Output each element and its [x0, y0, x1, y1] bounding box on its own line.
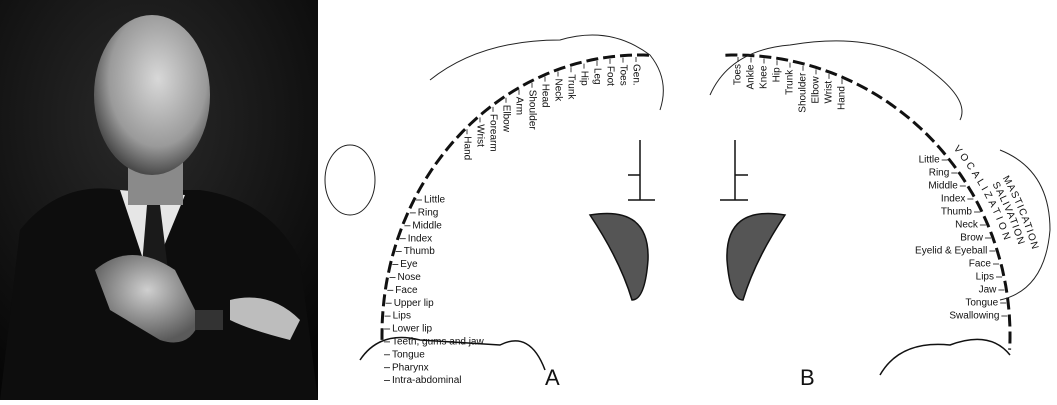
body-part-label: Index — [408, 233, 432, 244]
body-part-label: Leg — [591, 68, 602, 85]
body-part-label: Ring — [929, 168, 950, 179]
body-part-label: Head — [539, 84, 550, 108]
body-part-label: Trunk — [565, 74, 576, 100]
body-part-label: Face — [395, 285, 418, 296]
body-part-label: Neck — [552, 79, 563, 103]
body-part-label: Index — [941, 194, 965, 205]
homunculus-body-b — [709, 40, 963, 121]
body-part-label: Elbow — [811, 76, 822, 104]
body-part-label: Nose — [398, 272, 422, 283]
body-part-label: Lips — [976, 272, 994, 283]
panel-b-letter: B — [800, 365, 815, 390]
body-part-label: Tongue — [965, 298, 998, 309]
body-part-label: Hand — [461, 136, 472, 160]
body-part-label: Foot — [604, 66, 615, 86]
body-part-label: Toes — [617, 65, 628, 86]
body-part-label: Thumb — [404, 246, 436, 257]
body-part-label: Shoulder — [526, 90, 537, 131]
body-part-label: Elbow — [500, 105, 511, 133]
sulcus-a — [628, 140, 655, 201]
cortex-arc-a — [380, 53, 650, 340]
body-part-label: Pharynx — [392, 362, 429, 373]
body-part-label: Toes — [733, 64, 744, 85]
cortex-arc-b — [725, 53, 1012, 350]
body-part-label: Eye — [400, 259, 418, 270]
portrait-photo — [0, 0, 318, 400]
body-part-label: Arm — [513, 97, 524, 115]
portrait-illustration — [0, 0, 318, 400]
body-part-label: Upper lip — [394, 298, 434, 309]
body-part-label: Knee — [759, 65, 770, 89]
body-part-label: Middle — [412, 220, 442, 231]
body-part-label: Face — [969, 259, 992, 270]
body-part-label: Teeth, gums and jaw — [392, 337, 484, 348]
body-part-label: Middle — [928, 181, 958, 192]
body-part-label: Jaw — [979, 285, 998, 296]
body-part-label: Wrist — [474, 124, 485, 147]
homunculus-body-a — [429, 34, 664, 111]
temporal-b — [879, 338, 1011, 376]
body-part-label: Thumb — [941, 207, 973, 218]
panel-a-labels: Gen.ToesFootLegHipTrunkNeckHeadShoulderA… — [384, 57, 641, 386]
body-part-label: Tongue — [392, 349, 425, 360]
body-part-label: Lips — [393, 311, 411, 322]
body-part-label: Forearm — [487, 114, 498, 152]
brain-outline — [324, 34, 1051, 376]
body-part-label: Ring — [418, 208, 439, 219]
body-part-label: Eyelid & Eyeball — [915, 246, 987, 257]
body-part-label: Hip — [578, 71, 589, 86]
body-part-label: Little — [424, 195, 446, 206]
body-part-label: Hand — [837, 86, 848, 110]
sulcus-b — [720, 140, 748, 201]
homunculus-face-a — [324, 144, 376, 216]
temporal-a — [359, 336, 546, 371]
body-part-label: Little — [919, 155, 941, 166]
body-part-label: Neck — [955, 220, 979, 231]
body-part-label: Lower lip — [392, 324, 432, 335]
body-part-label: Trunk — [785, 69, 796, 95]
panel-a-letter: A — [545, 365, 560, 390]
ventricle-b — [726, 212, 787, 301]
body-part-label: Ankle — [746, 64, 757, 89]
ventricle-a — [588, 212, 649, 301]
body-part-label: Hip — [772, 67, 783, 82]
homunculus-face-b — [999, 149, 1051, 301]
body-part-label: Swallowing — [949, 311, 999, 322]
body-part-label: Intra-abdominal — [392, 375, 461, 386]
body-part-label: Wrist — [824, 81, 835, 104]
body-part-label: Brow — [960, 233, 984, 244]
body-part-label: Shoulder — [798, 72, 809, 113]
body-part-label: Gen. — [630, 64, 641, 86]
